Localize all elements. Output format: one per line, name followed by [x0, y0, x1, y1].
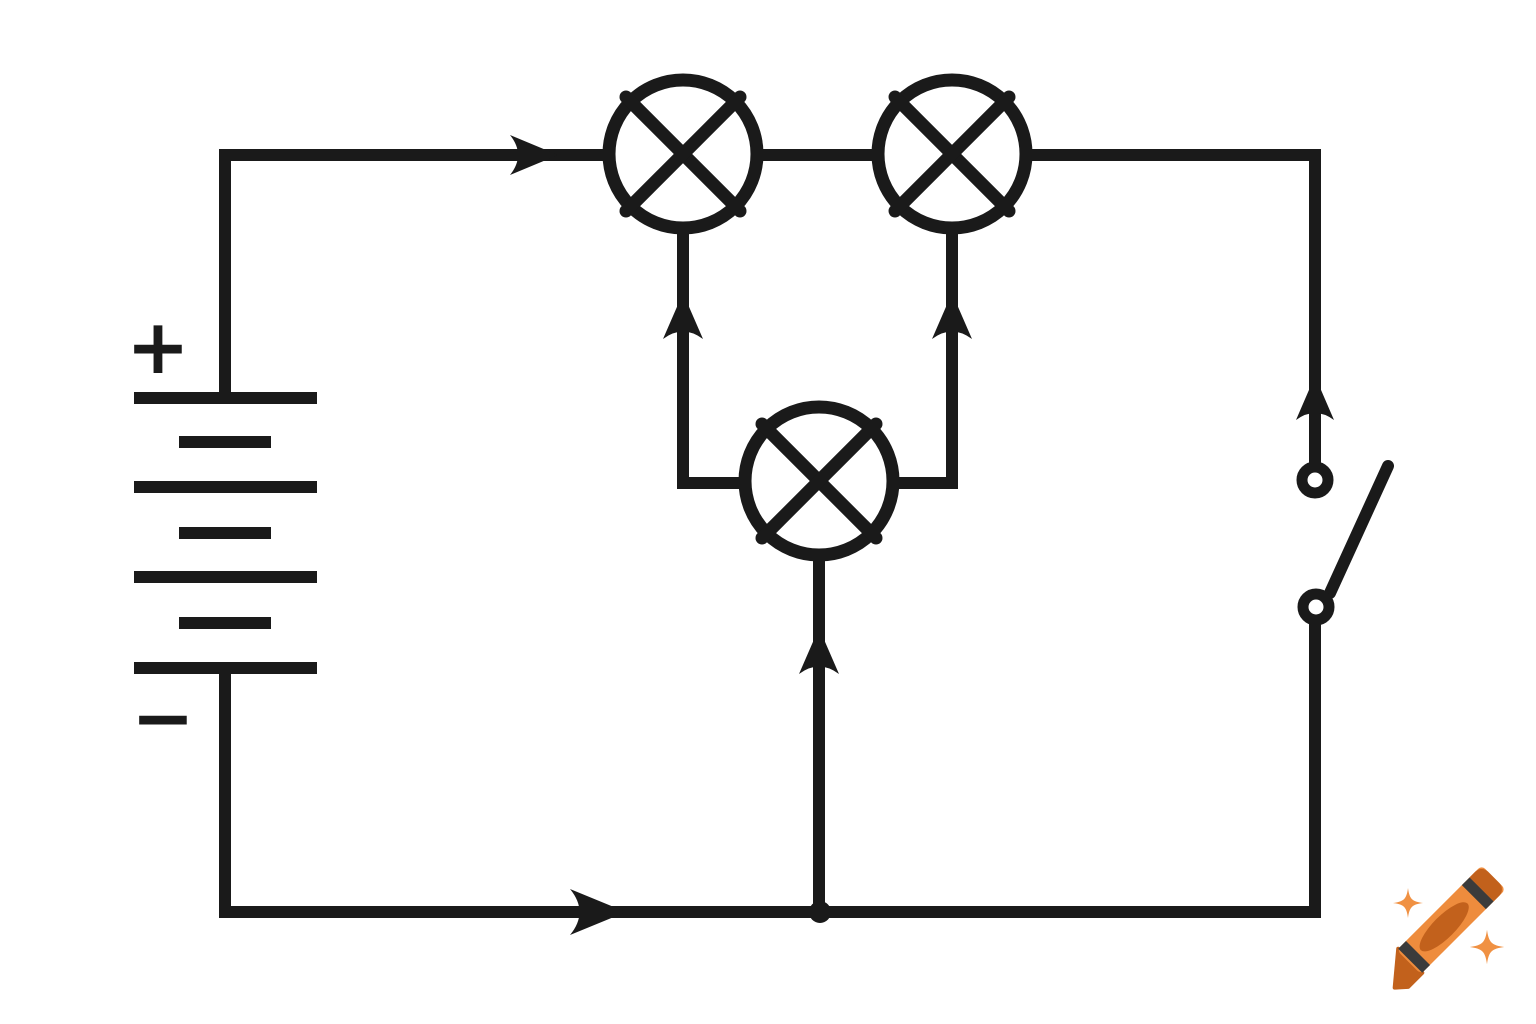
arrow-up-icon [932, 293, 972, 339]
wire-branch-right [896, 228, 958, 489]
crayon-logo [1392, 867, 1505, 990]
arrow-up-icon [663, 293, 703, 339]
switch-terminal-bottom [1297, 588, 1335, 626]
sparkle-icon [1469, 929, 1505, 965]
switch-terminal-top [1296, 461, 1334, 499]
sparkle-icon [1393, 888, 1423, 918]
current-arrows [510, 135, 1334, 935]
crayon-tip [1392, 946, 1425, 990]
arrow-up-icon [799, 628, 839, 674]
crayon-icon [1392, 867, 1504, 990]
battery-positive-label: + [126, 302, 190, 391]
crayon-end-cap [1469, 869, 1502, 902]
junction-dot [809, 901, 831, 923]
switch-open [1296, 460, 1394, 626]
wire-branch-left [677, 228, 742, 489]
lamp-cross [619, 90, 747, 218]
arrow-right-icon [570, 889, 626, 935]
lamp-1 [602, 73, 764, 235]
battery: + − [126, 302, 317, 762]
wire-top-left [219, 149, 604, 400]
switch-lever [1324, 460, 1394, 599]
battery-negative-label: − [131, 673, 195, 762]
arrow-right-icon [510, 135, 558, 175]
crayon-band [1398, 940, 1431, 973]
crayon-oval [1419, 902, 1469, 952]
lamp-2 [871, 73, 1033, 235]
lamp-cross [755, 417, 883, 545]
lamp-3 [738, 400, 900, 562]
wire-top-right [1031, 149, 1321, 464]
crayon-band [1461, 877, 1494, 910]
lamp-cross [888, 90, 1016, 218]
arrow-up-icon [1296, 376, 1334, 420]
